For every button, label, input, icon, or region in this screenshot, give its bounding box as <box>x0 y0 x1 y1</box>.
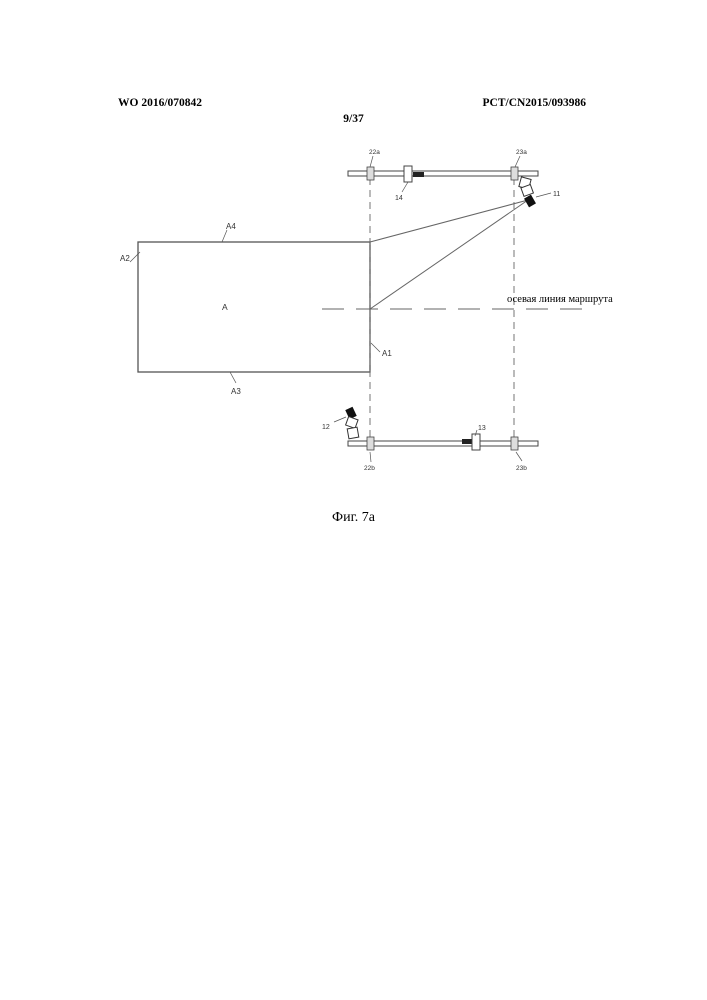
label-a3: A3 <box>231 387 241 396</box>
sight-line-lower <box>370 200 528 309</box>
label-13: 13 <box>478 425 486 432</box>
camera-12 <box>345 407 359 439</box>
label-a4: A4 <box>226 222 236 231</box>
label-11: 11 <box>553 191 560 198</box>
label-a1: A1 <box>382 349 392 358</box>
sight-line-upper <box>370 200 528 242</box>
device-13 <box>462 434 480 450</box>
top-rail <box>348 167 538 180</box>
device-14 <box>404 166 424 182</box>
bottom-rail <box>348 437 538 450</box>
label-22b: 22b <box>364 465 375 472</box>
camera-11 <box>519 177 536 207</box>
label-23a: 23a <box>516 149 527 156</box>
route-axis-annotation: осевая линия маршрута <box>507 294 613 305</box>
figure-caption: Фиг. 7a <box>0 510 707 526</box>
label-23b: 23b <box>516 465 527 472</box>
label-22a: 22a <box>369 149 380 156</box>
label-14: 14 <box>395 195 403 202</box>
label-region-a: A <box>222 302 228 312</box>
label-12: 12 <box>322 424 330 431</box>
label-a2: A2 <box>120 254 130 263</box>
region-a-rectangle <box>138 242 370 372</box>
